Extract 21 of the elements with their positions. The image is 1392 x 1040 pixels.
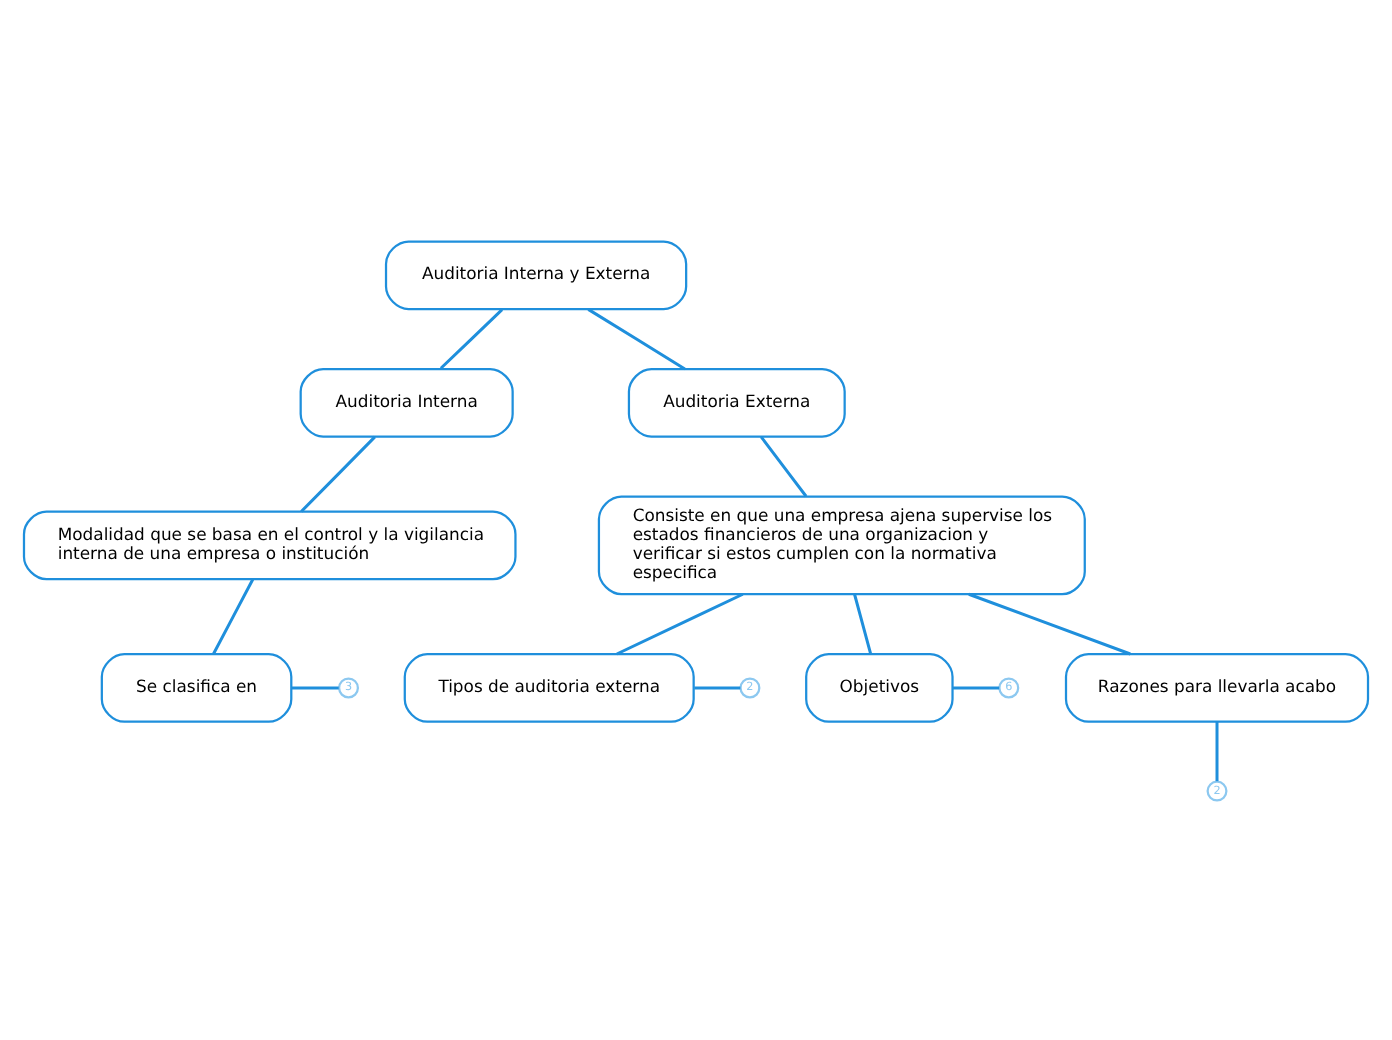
node-box: Auditoria Interna — [299, 366, 514, 437]
connector — [968, 591, 1131, 655]
node-box: Modalidad que se basa en el control y la vigilancia interna de una empresa o institución — [22, 509, 517, 580]
connector — [616, 591, 744, 655]
connector — [952, 685, 1000, 689]
connector — [291, 685, 339, 689]
node-box: Objetivos — [805, 652, 954, 722]
node-box: Consiste en que una empresa ajena supervise los estados financieros de una organizacion y verificar si estos cumplen con la normativa especifica — [597, 494, 1086, 595]
connector — [759, 435, 808, 497]
node-box: Se clasifica en — [100, 652, 293, 722]
connector — [587, 307, 686, 370]
connector — [439, 307, 504, 369]
connector — [1215, 720, 1219, 781]
connector — [694, 685, 741, 689]
node-box: Auditoria Externa — [627, 366, 846, 437]
node-box: Auditoria Interna y Externa — [384, 239, 688, 310]
connector — [212, 577, 255, 654]
node-box: Tipos de auditoria externa — [403, 652, 695, 722]
connector — [300, 434, 376, 512]
node-box: Razones para llevarla acabo — [1064, 652, 1370, 722]
connector — [853, 592, 873, 653]
